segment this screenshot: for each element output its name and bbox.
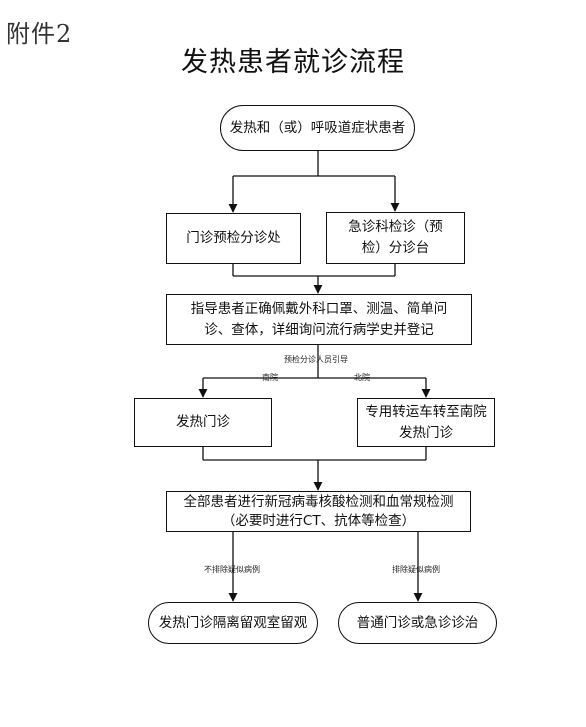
node-emergency-triage: 急诊科检诊（预检）分诊台 bbox=[326, 212, 465, 264]
node-guidance: 指导患者正确佩戴外科口罩、测温、简单问诊、查体，详细询问流行病学史并登记 bbox=[166, 294, 472, 345]
label-south-campus: 南院 bbox=[262, 373, 278, 382]
node-transfer: 专用转运车转至南院发热门诊 bbox=[357, 398, 495, 447]
node-testing: 全部患者进行新冠病毒核酸检测和血常规检测（必要时进行CT、抗体等检查） bbox=[166, 491, 471, 532]
label-guide-by-staff: 预检分诊人员引导 bbox=[284, 355, 348, 364]
label-not-excluded: 不排除疑似病例 bbox=[204, 565, 260, 574]
node-general: 普通门诊或急诊诊治 bbox=[338, 602, 497, 644]
node-observation: 发热门诊隔离留观室留观 bbox=[148, 602, 318, 644]
annex-label: 附件2 bbox=[6, 20, 73, 48]
label-north-campus: 北院 bbox=[354, 373, 370, 382]
label-excluded: 排除疑似病例 bbox=[392, 565, 440, 574]
node-fever-clinic: 发热门诊 bbox=[134, 398, 272, 447]
page-title: 发热患者就诊流程 bbox=[181, 47, 405, 78]
node-start: 发热和（或）呼吸道症状患者 bbox=[220, 105, 415, 151]
node-outpatient-triage: 门诊预检分诊处 bbox=[166, 213, 301, 264]
